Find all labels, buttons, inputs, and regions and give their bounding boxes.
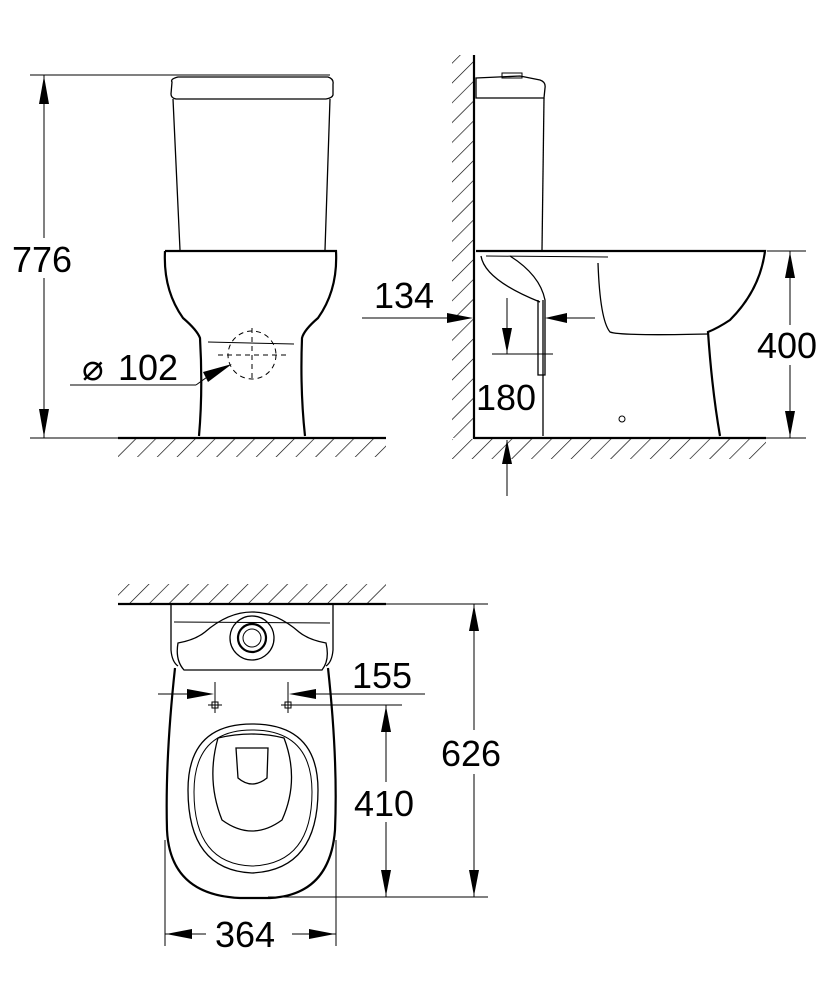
bowl-outline (476, 249, 767, 437)
dim-155-label: 155 (352, 655, 412, 696)
arrow-down-icon (39, 409, 49, 437)
outlet-centerline (218, 328, 287, 380)
seat-fixing-left (208, 682, 222, 713)
bowl-inner (597, 262, 709, 336)
cistern-body (172, 98, 331, 251)
arrow-left-icon (545, 313, 567, 323)
dim-364-label: 364 (215, 914, 275, 955)
seat-outline (187, 723, 319, 874)
arrow-left-icon (166, 929, 192, 939)
bowl-outline (165, 667, 337, 900)
cistern-front (541, 97, 545, 251)
wall-hatch (118, 584, 386, 603)
pedestal-line (207, 341, 295, 345)
seat-fixing-right (281, 682, 295, 713)
cistern-lid-top (176, 611, 328, 671)
front-view: 776 ⌀ 102 (8, 74, 386, 457)
trap-outline (480, 255, 546, 376)
cistern-lid (475, 75, 546, 99)
arrow-up-icon (469, 605, 479, 631)
dim-410-label: 410 (354, 783, 414, 824)
dim-626-label: 626 (441, 733, 501, 774)
seat-inner (193, 729, 313, 867)
wall-hatch (452, 55, 473, 438)
flush-button-inner (242, 628, 262, 648)
rim-line (485, 255, 609, 258)
flush-button (501, 72, 523, 79)
arrow-up-icon (381, 706, 391, 732)
arrow-down-icon (381, 870, 391, 896)
lid-hinge-cutout (235, 747, 269, 785)
arrow-down-icon (785, 411, 795, 437)
cistern-lid (170, 76, 334, 100)
arrow-up-icon (785, 252, 795, 278)
floor-hatch (452, 439, 766, 459)
side-view: 134 180 400 (362, 55, 826, 496)
dim-134-label: 134 (374, 275, 434, 316)
arrow-leader-icon (203, 364, 232, 382)
cistern-sides (170, 604, 334, 667)
arrow-down-icon (502, 328, 512, 353)
flush-button-outer (229, 615, 275, 661)
cistern-line (173, 621, 331, 624)
dim-776-label: 776 (12, 239, 72, 280)
dim-180-label: 180 (476, 377, 536, 418)
floor-hatch (118, 439, 386, 457)
arrow-up-icon (502, 440, 512, 464)
arrow-left-icon (289, 689, 316, 699)
arrow-right-icon (309, 929, 335, 939)
dim-diameter-symbol: ⌀ (82, 347, 104, 388)
fixing-hole (618, 415, 626, 423)
dim-400-label: 400 (757, 325, 817, 366)
arrow-right-icon (447, 313, 473, 323)
bowl-outline (163, 249, 338, 437)
arrow-down-icon (469, 870, 479, 896)
arrow-up-icon (39, 76, 49, 104)
dim-102-label: 102 (118, 347, 178, 388)
arrow-right-icon (187, 689, 214, 699)
flush-button (236, 622, 268, 654)
bowl-opening (212, 733, 293, 832)
top-view: 155 410 626 364 (118, 584, 510, 955)
